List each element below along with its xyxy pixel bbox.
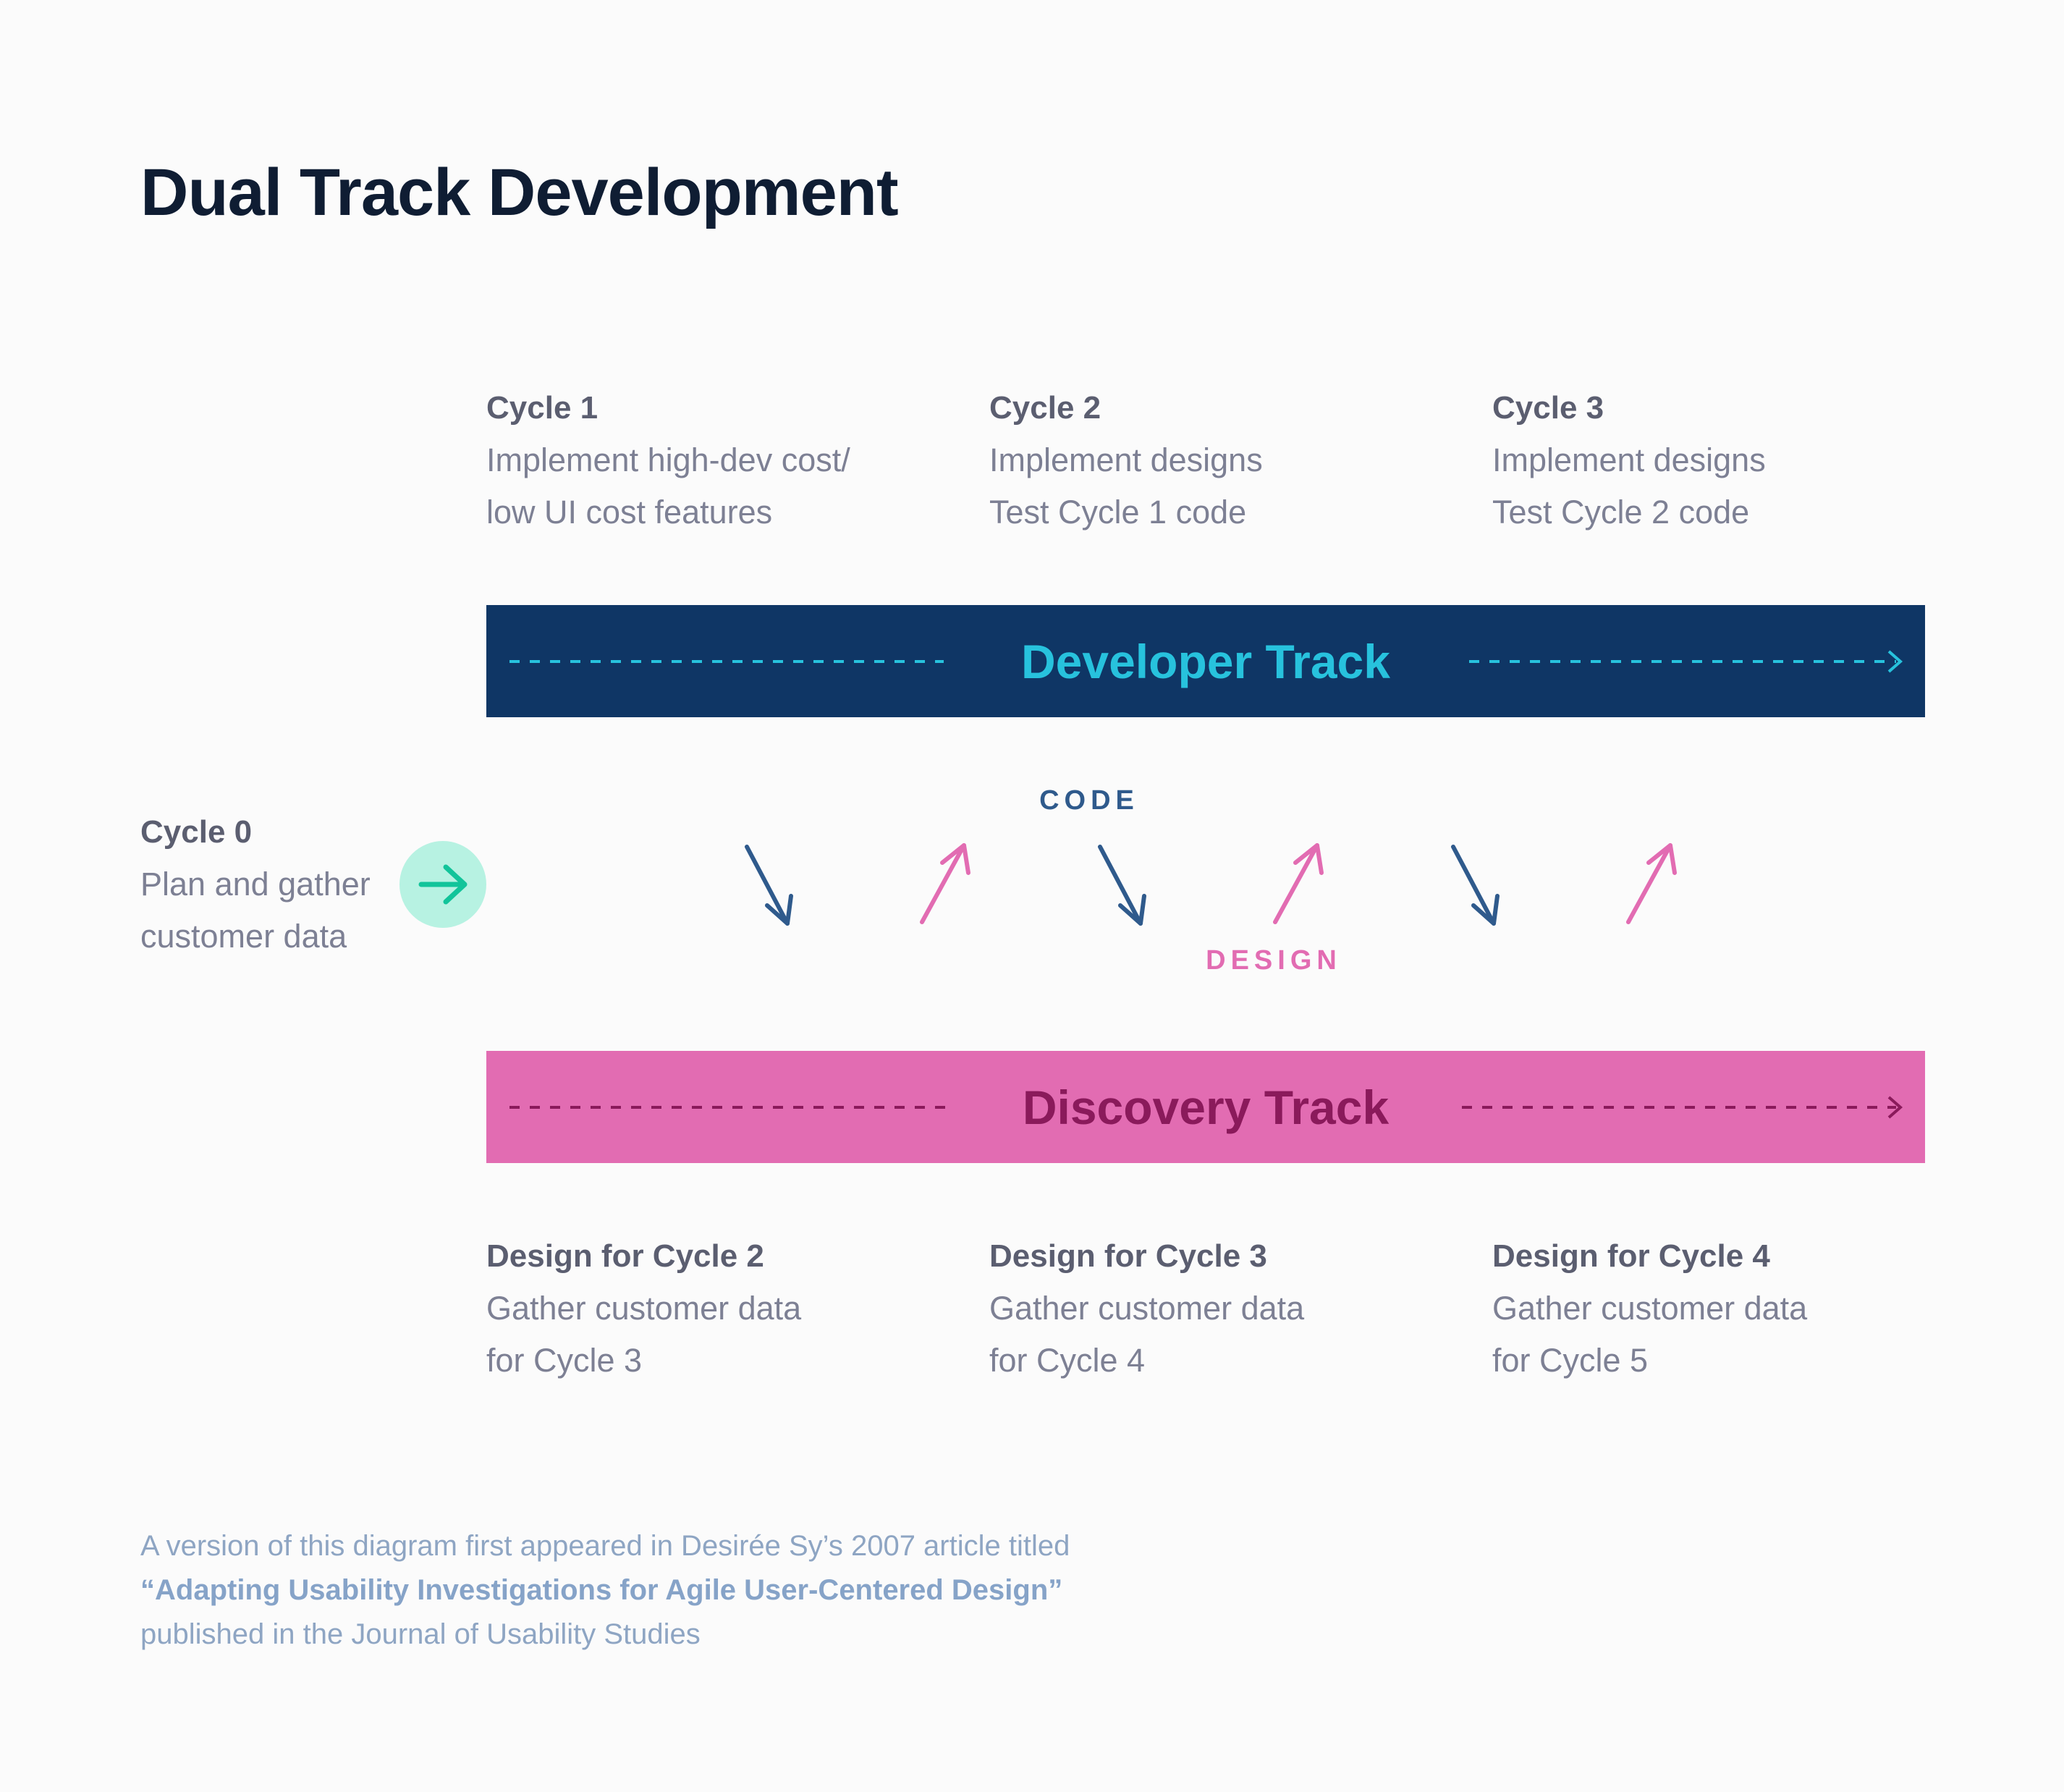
arrow-up-right-icon — [1626, 843, 1677, 924]
design-cycle-3-line-1: Gather customer data — [989, 1290, 1305, 1327]
cycle-3-line-2: Test Cycle 2 code — [1492, 494, 1750, 531]
design-cycle-3-line-2: for Cycle 4 — [989, 1342, 1146, 1379]
arrow-down-right-icon — [1451, 845, 1500, 926]
cycle-0-line-1: Plan and gather — [140, 866, 371, 903]
cycle-2-heading: Cycle 2 — [989, 390, 1101, 426]
design-cycle-2-line-2: for Cycle 3 — [486, 1342, 643, 1379]
source-caption: A version of this diagram first appeared… — [140, 1524, 1070, 1657]
design-cycle-2-heading: Design for Cycle 2 — [486, 1238, 764, 1274]
arrow-down-right-icon — [1098, 845, 1146, 926]
design-cycle-4-block: Design for Cycle 4 Gather customer data … — [1492, 1230, 1807, 1387]
cycle-2-line-1: Implement designs — [989, 441, 1263, 478]
design-cycle-2-line-1: Gather customer data — [486, 1290, 802, 1327]
design-cycle-4-line-2: for Cycle 5 — [1492, 1342, 1649, 1379]
cycle-0-block: Cycle 0 Plan and gather customer data — [140, 806, 371, 963]
caption-line-3: published in the Journal of Usability St… — [140, 1618, 701, 1650]
developer-track-bar: Developer Track — [486, 605, 1925, 717]
design-cycle-2-block: Design for Cycle 2 Gather customer data … — [486, 1230, 801, 1387]
arrow-right-icon — [418, 864, 468, 905]
design-cycle-4-line-1: Gather customer data — [1492, 1290, 1808, 1327]
cycle-1-line-1: Implement high-dev cost/ — [486, 441, 850, 478]
design-cycle-4-heading: Design for Cycle 4 — [1492, 1238, 1770, 1274]
flow-arrows — [745, 843, 1677, 926]
cycle-2-line-2: Test Cycle 1 code — [989, 494, 1247, 531]
start-circle — [399, 841, 486, 928]
cycle-3-line-1: Implement designs — [1492, 441, 1766, 478]
cycle-2-block: Cycle 2 Implement designs Test Cycle 1 c… — [989, 382, 1263, 538]
developer-track-label: Developer Track — [1021, 634, 1390, 688]
developer-track-dashed-arrow — [509, 650, 1903, 673]
code-label: CODE — [1039, 785, 1139, 816]
cycle-0-heading: Cycle 0 — [140, 814, 253, 850]
caption-article-title: “Adapting Usability Investigations for A… — [140, 1574, 1063, 1606]
cycle-1-heading: Cycle 1 — [486, 390, 599, 426]
discovery-track-label: Discovery Track — [1022, 1080, 1390, 1134]
cycle-0-line-2: customer data — [140, 918, 347, 955]
cycle-1-block: Cycle 1 Implement high-dev cost/ low UI … — [486, 382, 850, 538]
design-cycle-3-block: Design for Cycle 3 Gather customer data … — [989, 1230, 1304, 1387]
discovery-track-dashed-arrow — [509, 1096, 1903, 1119]
arrow-up-right-icon — [920, 843, 970, 924]
design-label: DESIGN — [1206, 945, 1342, 976]
cycle-3-heading: Cycle 3 — [1492, 390, 1604, 426]
caption-line-1: A version of this diagram first appeared… — [140, 1530, 1070, 1562]
design-cycle-3-heading: Design for Cycle 3 — [989, 1238, 1267, 1274]
arrow-down-right-icon — [745, 845, 793, 926]
cycle-1-line-2: low UI cost features — [486, 494, 773, 531]
arrow-up-right-icon — [1273, 843, 1324, 924]
page-title: Dual Track Development — [140, 156, 899, 229]
discovery-track-bar: Discovery Track — [486, 1051, 1925, 1163]
cycle-3-block: Cycle 3 Implement designs Test Cycle 2 c… — [1492, 382, 1766, 538]
